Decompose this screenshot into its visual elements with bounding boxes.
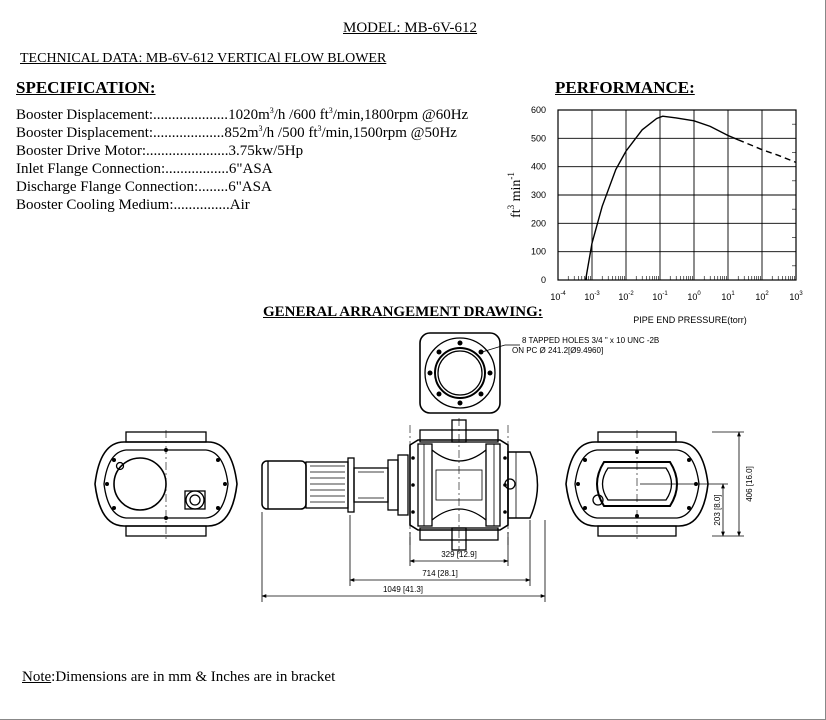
- spec-row: Booster Cooling Medium:...............Ai…: [16, 196, 468, 214]
- y-tick-label: 600: [531, 105, 546, 115]
- performance-heading: PERFORMANCE:: [555, 78, 695, 97]
- dimension-note: Note:Dimensions are in mm & Inches are i…: [22, 669, 335, 686]
- chart-grid: [557, 109, 797, 281]
- curve-dashed-segment: [737, 139, 797, 164]
- y-tick-label: 100: [531, 247, 546, 257]
- dimension-lines: [261, 431, 744, 602]
- plot-frame: [557, 109, 797, 281]
- y-tick-label: 300: [531, 190, 546, 200]
- spec-value: 852m3/h /500 ft3/min,1500rpm @50Hz: [224, 124, 457, 142]
- spec-row: Booster Displacement:...................…: [16, 106, 468, 124]
- y-tick-label: 400: [531, 162, 546, 172]
- x-tick-label: 10-3: [584, 291, 600, 302]
- model-title: MODEL: MB-6V-612: [343, 20, 478, 36]
- performance-curve: [584, 115, 797, 281]
- dimension-329: 329 [12.9]: [441, 550, 477, 559]
- spec-value: 6"ASA: [228, 179, 272, 195]
- note-text: :Dimensions are in mm & Inches are in br…: [51, 669, 336, 685]
- spec-row: Booster Drive Motor:....................…: [16, 142, 468, 160]
- x-tick-label: 100: [687, 291, 701, 302]
- spec-row: Inlet Flange Connection:................…: [16, 160, 468, 178]
- dimension-406: 406 [16.0]: [745, 466, 754, 502]
- general-arrangement-heading: GENERAL ARRANGEMENT DRAWING:: [263, 304, 543, 320]
- x-tick-label: 101: [721, 291, 735, 302]
- spec-label: Booster Drive Motor:....................…: [16, 143, 229, 159]
- flange-note-line-2: ON PC Ø 241.2[Ø9.4960]: [512, 346, 603, 355]
- spec-label: Discharge Flange Connection:........: [16, 179, 229, 195]
- y-tick-label: 0: [541, 275, 546, 285]
- y-tick-labels: 0 100 200 300 400 500 600: [531, 105, 546, 285]
- dimension-1049: 1049 [41.3]: [383, 585, 423, 594]
- x-tick-labels: 10-4 10-3 10-2 10-1 100 101 102 103: [550, 291, 803, 302]
- spec-value: 6"ASA: [228, 161, 273, 177]
- general-arrangement-drawing: 8 TAPPED HOLES 3/4 " x 10 UNC -2B ON PC …: [94, 332, 754, 602]
- note-label: Note: [22, 669, 52, 685]
- leader-line: [481, 344, 506, 353]
- x-axis-label: PIPE END PRESSURE(torr): [633, 315, 747, 325]
- left-end-view: [94, 430, 238, 540]
- spec-value: 3.75kw/5Hp: [228, 143, 304, 159]
- side-view-blower: [409, 418, 539, 555]
- spec-value: Air: [229, 197, 250, 213]
- x-tick-label: 10-4: [550, 291, 566, 302]
- specification-list: Booster Displacement:...................…: [16, 106, 468, 214]
- spec-row: Discharge Flange Connection:........6"AS…: [16, 178, 468, 196]
- spec-value: 1020m3/h /600 ft3/min,1800rpm @60Hz: [228, 106, 469, 124]
- spec-label: Booster Cooling Medium:...............: [16, 197, 230, 213]
- spec-label: Booster Displacement:...................: [16, 125, 225, 141]
- curve-solid-segment: [584, 115, 739, 281]
- dimension-203: 203 [8.0]: [713, 494, 722, 525]
- spec-row: Booster Displacement:...................…: [16, 124, 468, 142]
- technical-data-title: TECHNICAL DATA: MB-6V-612 VERTICAl FLOW …: [20, 51, 387, 66]
- right-end-view: [565, 430, 709, 540]
- dimension-714: 714 [28.1]: [422, 569, 458, 578]
- x-tick-label: 10-1: [652, 291, 668, 302]
- y-tick-label: 500: [531, 133, 546, 143]
- side-view-motor: [261, 454, 409, 516]
- specification-heading: SPECIFICATION:: [16, 78, 156, 97]
- y-tick-label: 200: [531, 218, 546, 228]
- x-tick-label: 103: [789, 291, 803, 302]
- flange-note-line-1: 8 TAPPED HOLES 3/4 " x 10 UNC -2B: [522, 336, 659, 345]
- y-axis-label: ft3 min-1: [506, 172, 524, 218]
- x-tick-label: 102: [755, 291, 769, 302]
- spec-label: Inlet Flange Connection:................…: [16, 161, 229, 177]
- x-tick-label: 10-2: [618, 291, 634, 302]
- spec-label: Booster Displacement:...................…: [16, 107, 229, 123]
- flange-view: [419, 332, 520, 414]
